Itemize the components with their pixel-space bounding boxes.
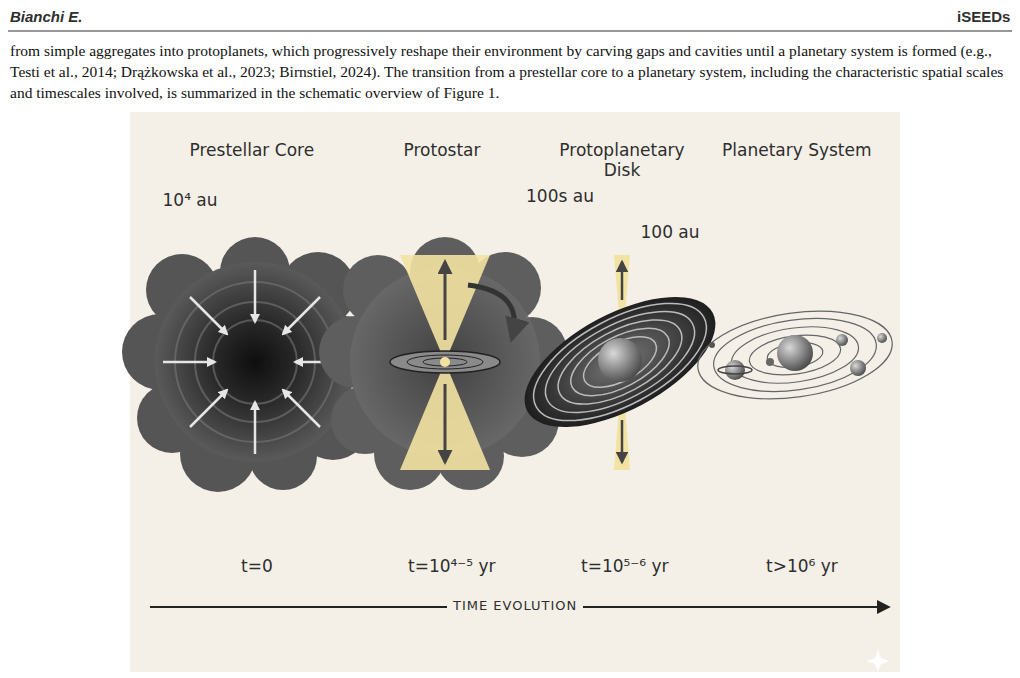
time-label: t=0 xyxy=(241,556,273,576)
time-label: t=10⁵⁻⁶ yr xyxy=(581,556,669,576)
axis-label: TIME EVOLUTION xyxy=(447,598,583,613)
stage-name: Protoplanetary Disk xyxy=(552,140,692,180)
stage-name: Planetary System xyxy=(722,140,872,160)
scale-label: 100 au xyxy=(641,222,700,242)
planetary-system xyxy=(692,300,898,410)
header-journal: iSEEDs xyxy=(957,8,1010,25)
protoplanetary-disk xyxy=(505,255,735,470)
scale-label: 10⁴ au xyxy=(163,190,218,210)
header-rule xyxy=(8,31,1012,32)
time-label: t=10⁴⁻⁵ yr xyxy=(408,556,496,576)
figure-background xyxy=(130,112,900,672)
body-paragraph: from simple aggregates into protoplanets… xyxy=(10,40,1010,103)
stage-name: Protostar xyxy=(404,140,481,160)
scale-label: 100s au xyxy=(526,186,594,206)
protostar-envelope xyxy=(319,237,567,490)
time-label: t>10⁶ yr xyxy=(766,556,838,576)
header-author: Bianchi E. xyxy=(10,8,83,25)
stage-name: Prestellar Core xyxy=(190,140,315,160)
sparkle-mark xyxy=(867,650,889,672)
